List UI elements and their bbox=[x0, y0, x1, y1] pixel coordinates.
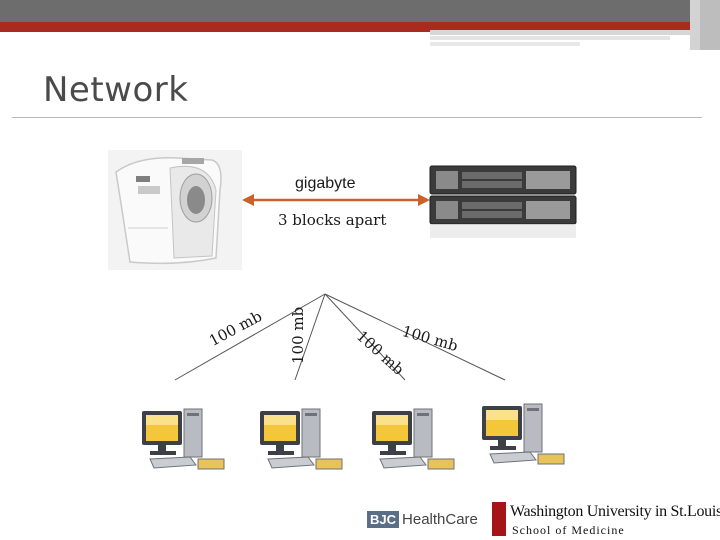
desktop-computer-icon bbox=[142, 408, 225, 470]
gigabyte-link-arrow bbox=[242, 194, 430, 206]
header-bar bbox=[0, 0, 720, 50]
server-rack-icon bbox=[429, 165, 577, 238]
desktop-computer-icon bbox=[372, 408, 455, 470]
branch-lines bbox=[174, 293, 506, 381]
bjc-logo-mark: BJC bbox=[367, 510, 400, 528]
desktop-computer-icon bbox=[260, 408, 343, 470]
distance-label: 3 blocks apart bbox=[278, 211, 387, 229]
washu-name: Washington University in St.Louis bbox=[510, 503, 720, 520]
desktop-computer-icon bbox=[482, 403, 565, 465]
title-divider bbox=[12, 117, 702, 118]
slide-title: Network bbox=[43, 70, 189, 110]
washu-shield-icon bbox=[492, 502, 506, 536]
scanner-icon bbox=[108, 150, 242, 270]
washu-medicine-logo: Washington University in St.Louis School… bbox=[490, 500, 720, 540]
bjc-logo-text: HealthCare bbox=[402, 510, 478, 528]
washu-school: School of Medicine bbox=[512, 523, 625, 537]
gigabyte-label: gigabyte bbox=[295, 175, 356, 192]
bjc-healthcare-logo: BJC HealthCare bbox=[367, 508, 485, 530]
branch-label-2: 100 mb bbox=[289, 306, 307, 364]
